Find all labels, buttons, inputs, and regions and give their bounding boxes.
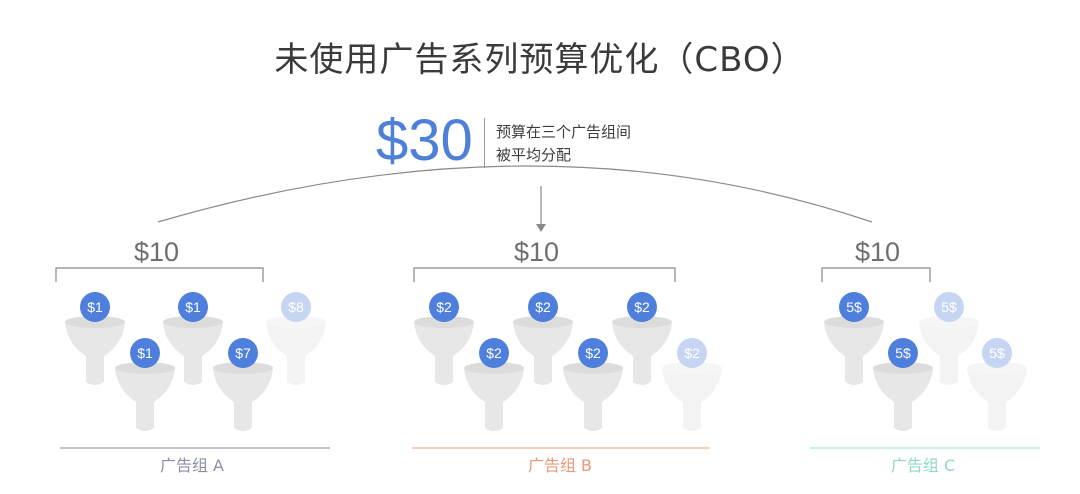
funnel-body: [873, 368, 933, 431]
coin: $2: [578, 338, 608, 368]
funnel-body: [65, 322, 125, 385]
bracket-group-c: [821, 267, 931, 282]
funnels-layer: $1 $1 $1 $7 $8 $2 $2 $2 $2 $2 $2 5$ 5$ 5$ 5$: [65, 292, 1027, 431]
coin-circle: [839, 292, 869, 322]
coin-label: $1: [137, 345, 153, 361]
funnel-body: [662, 368, 722, 431]
coin: $7: [228, 338, 258, 368]
coin: $2: [528, 292, 558, 322]
funnel: [563, 362, 623, 431]
funnel: [115, 362, 175, 431]
coin: $1: [178, 292, 208, 322]
funnel-body: [163, 322, 223, 385]
distribution-arc: [157, 165, 873, 223]
coin-label: $2: [486, 345, 502, 361]
coin-circle: [178, 292, 208, 322]
budget-note: 预算在三个广告组间 被平均分配: [496, 121, 631, 167]
coin: $8: [281, 292, 311, 322]
center-arrow-head: [536, 224, 546, 232]
coin-label: $2: [634, 299, 650, 315]
coin: 5$: [888, 338, 918, 368]
funnel: [65, 316, 125, 385]
coin-circle: [578, 338, 608, 368]
bracket-group-b: [413, 267, 676, 282]
funnel-body: [612, 322, 672, 385]
funnel-body: [967, 368, 1027, 431]
group-c-amount: $10: [855, 237, 901, 267]
coin-label: $2: [436, 299, 452, 315]
coin-label: $2: [684, 345, 700, 361]
group-c-name: 广告组 C: [890, 456, 956, 475]
divider: [484, 118, 485, 168]
coin-label: $1: [87, 299, 103, 315]
coin-label: $8: [288, 299, 304, 315]
coin-circle: [528, 292, 558, 322]
coin-label: 5$: [895, 345, 911, 361]
coin: 5$: [982, 338, 1012, 368]
coin: $2: [479, 338, 509, 368]
funnel: [662, 362, 722, 431]
coin-circle: [888, 338, 918, 368]
group-a-name: 广告组 A: [159, 456, 225, 475]
coin: $1: [80, 292, 110, 322]
funnel-body: [513, 322, 573, 385]
budget-note-line1: 预算在三个广告组间: [496, 123, 632, 141]
total-budget: $30: [376, 108, 473, 173]
funnel-body: [464, 368, 524, 431]
coin: $2: [677, 338, 707, 368]
coin-circle: [479, 338, 509, 368]
funnel-body: [414, 322, 474, 385]
coin-label: $2: [535, 299, 551, 315]
funnel-body: [115, 368, 175, 431]
bracket-group-a: [55, 267, 264, 282]
coin-label: $2: [585, 345, 601, 361]
funnel-body: [919, 322, 979, 385]
coin-circle: [982, 338, 1012, 368]
funnel-body: [213, 368, 273, 431]
coin: 5$: [934, 292, 964, 322]
funnel: [873, 362, 933, 431]
coin-circle: [934, 292, 964, 322]
coin-circle: [130, 338, 160, 368]
group-b-name: 广告组 B: [527, 456, 593, 475]
funnel: [464, 362, 524, 431]
coin-label: $7: [235, 345, 251, 361]
coin: $2: [627, 292, 657, 322]
funnel: [213, 362, 273, 431]
coin-circle: [80, 292, 110, 322]
coin-circle: [281, 292, 311, 322]
funnel-body: [824, 322, 884, 385]
funnel-body: [266, 322, 326, 385]
coin-label: 5$: [846, 299, 862, 315]
budget-note-line2: 被平均分配: [496, 146, 572, 164]
coin: $2: [429, 292, 459, 322]
page-title: 未使用广告系列预算优化（CBO）: [274, 40, 806, 80]
coin-label: 5$: [941, 299, 957, 315]
coin-label: 5$: [989, 345, 1005, 361]
coin-circle: [627, 292, 657, 322]
coin: 5$: [839, 292, 869, 322]
coin-circle: [228, 338, 258, 368]
coin-label: $1: [185, 299, 201, 315]
funnel: [266, 316, 326, 385]
group-b-amount: $10: [514, 237, 560, 267]
coin-circle: [677, 338, 707, 368]
coin-circle: [429, 292, 459, 322]
funnel: [414, 316, 474, 385]
group-a-amount: $10: [134, 237, 180, 267]
coin: $1: [130, 338, 160, 368]
funnel-body: [563, 368, 623, 431]
funnel: [967, 362, 1027, 431]
